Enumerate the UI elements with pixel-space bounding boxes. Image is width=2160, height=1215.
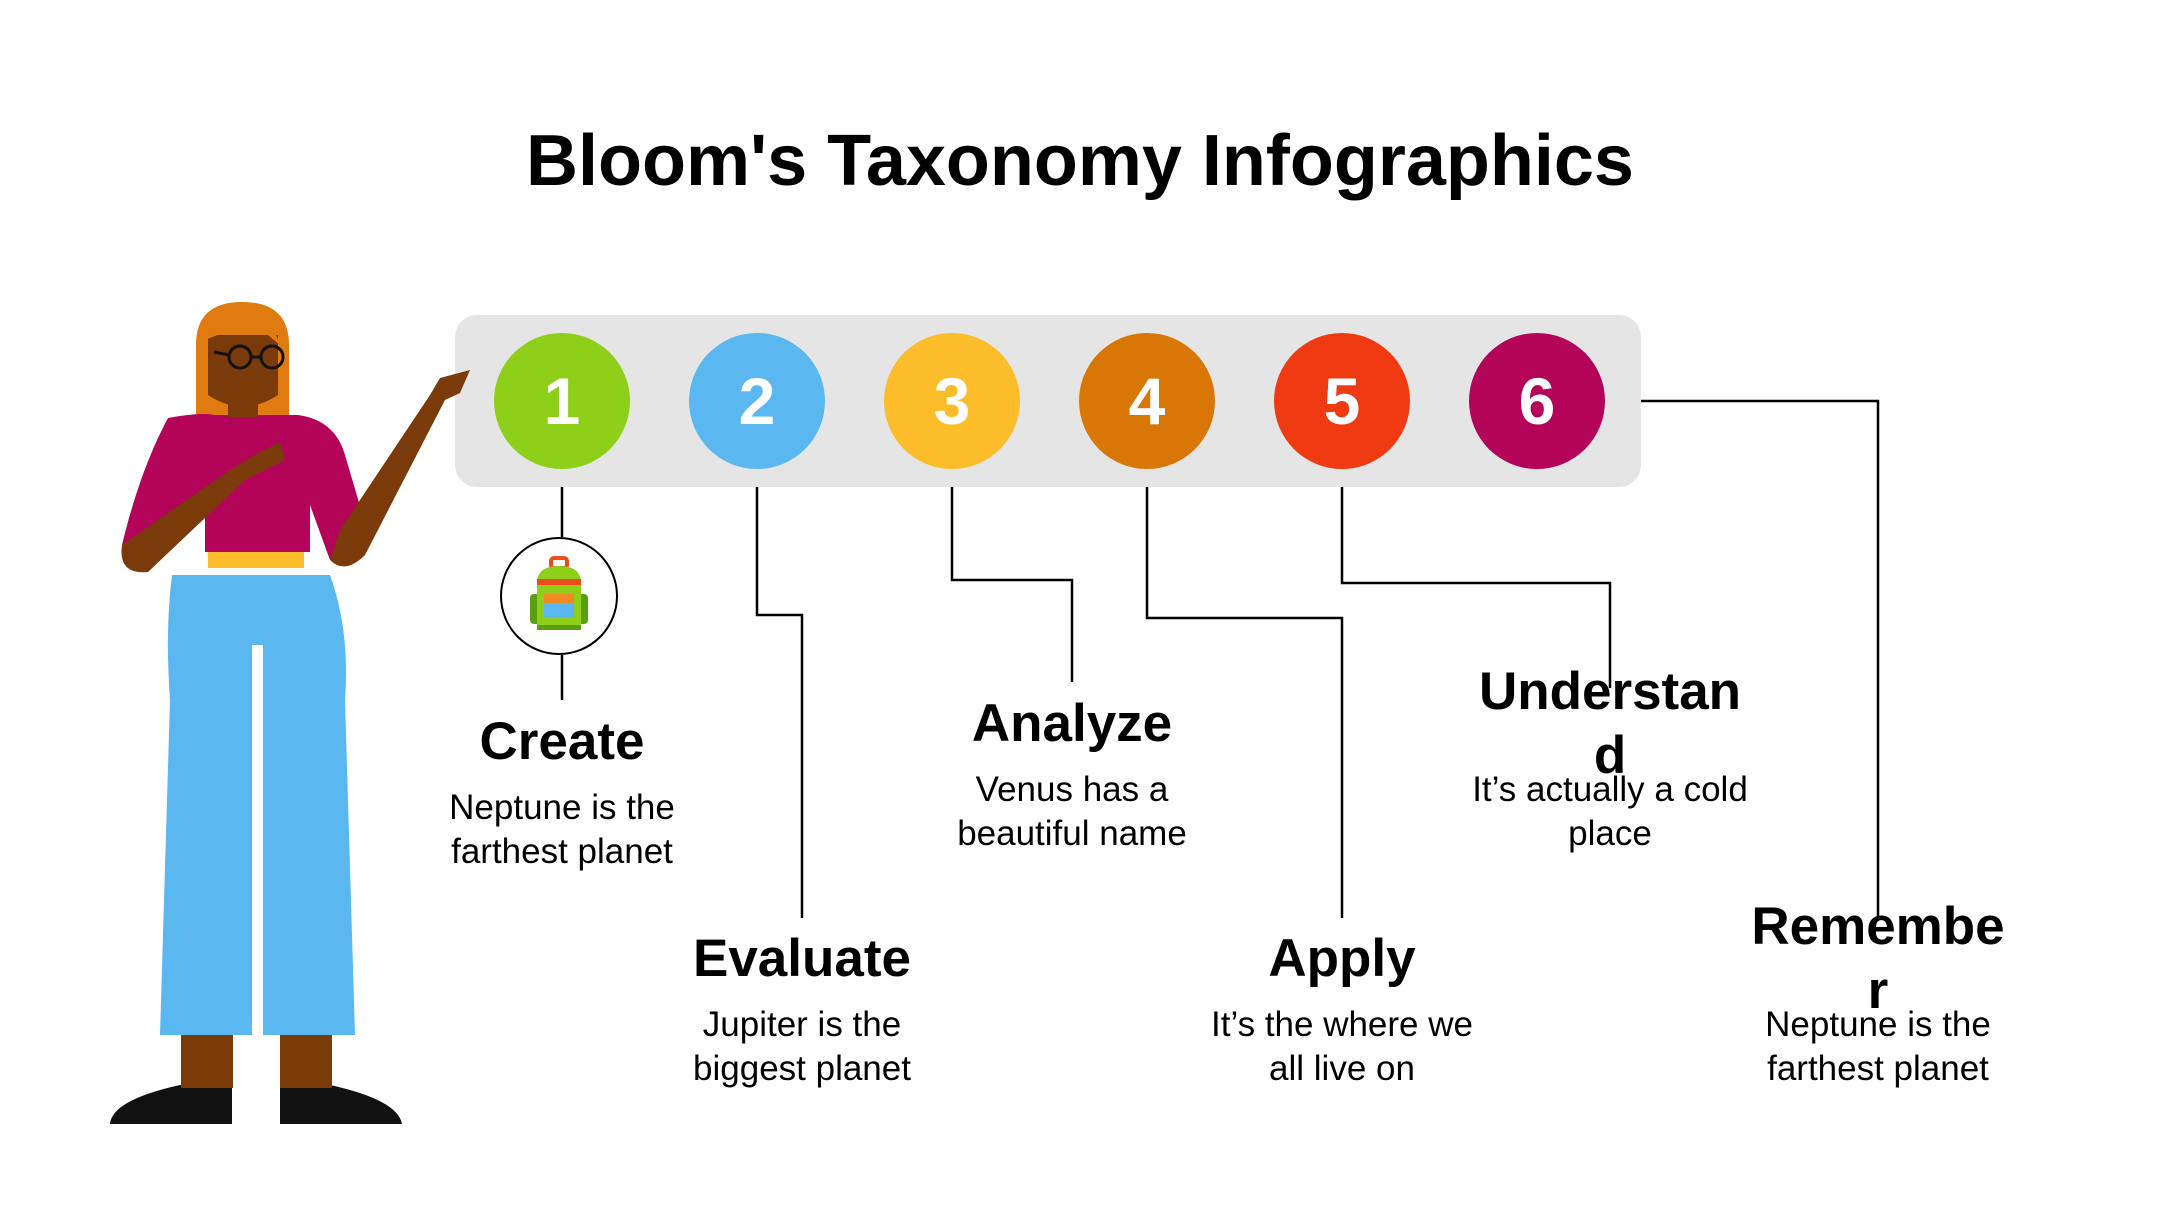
step-5-text: It’s actually a cold place	[1472, 770, 1748, 853]
connector-6	[1605, 399, 1880, 918]
step-5-badge: 5	[1274, 333, 1410, 469]
step-6-heading: Remember	[1751, 897, 2005, 1020]
step-3-badge: 3	[884, 333, 1020, 469]
connector-3	[950, 470, 1074, 682]
step-5-heading: Understand	[1478, 662, 1742, 785]
step-3-text: Venus has a beautiful name	[957, 770, 1187, 853]
connector-4	[1145, 470, 1344, 918]
step-2-badge: 2	[689, 333, 825, 469]
step-4-heading: Apply	[1268, 929, 1416, 988]
slide-title: Bloom's Taxonomy Infographics	[526, 121, 1634, 201]
teacher-illustration	[110, 302, 470, 1124]
step-1-icon-circle	[500, 537, 618, 655]
backpack-icon	[530, 556, 588, 630]
step-6-badge: 6	[1469, 333, 1605, 469]
step-2-heading: Evaluate	[692, 929, 911, 988]
connector-2	[755, 470, 804, 918]
step-6-text: Neptune is the farthest planet	[1765, 1005, 1991, 1088]
steps-bar	[455, 315, 1641, 487]
step-1-badge: 1	[494, 333, 630, 469]
step-1-text: Neptune is the farthest planet	[449, 788, 675, 871]
step-2-text: Jupiter is the biggest planet	[693, 1005, 911, 1088]
step-4-badge: 4	[1079, 333, 1215, 469]
step-1-heading: Create	[479, 712, 645, 771]
step-4-text: It’s the where we all live on	[1211, 1005, 1473, 1088]
step-3-heading: Analyze	[971, 694, 1173, 753]
connector-5	[1340, 470, 1612, 688]
